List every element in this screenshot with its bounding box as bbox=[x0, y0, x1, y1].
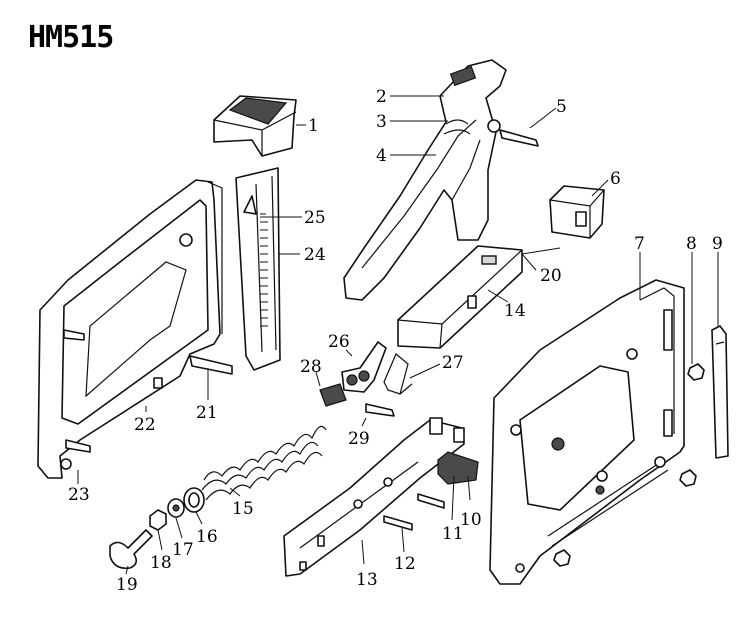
part-8-nuts bbox=[553, 363, 705, 567]
label-28: 28 bbox=[300, 357, 322, 377]
label-6: 6 bbox=[610, 169, 621, 189]
label-7: 7 bbox=[634, 234, 645, 254]
label-11: 11 bbox=[442, 524, 464, 544]
label-20: 20 bbox=[540, 266, 562, 286]
part-27-spring bbox=[383, 353, 413, 395]
label-19: 19 bbox=[116, 575, 138, 595]
label-1: 1 bbox=[308, 116, 319, 136]
part-4-handle bbox=[343, 59, 507, 301]
part-16-washer bbox=[183, 487, 205, 513]
part-25-guide-spring bbox=[243, 195, 268, 327]
label-4: 4 bbox=[376, 146, 387, 166]
label-12: 12 bbox=[394, 554, 416, 574]
label-23: 23 bbox=[68, 485, 90, 505]
part-13-driver bbox=[283, 417, 465, 577]
part-23-pin bbox=[60, 439, 91, 470]
label-2: 2 bbox=[376, 87, 387, 107]
label-21: 21 bbox=[196, 403, 218, 423]
callout-labels: 1 2 3 4 5 6 7 8 9 10 11 12 13 14 15 16 1… bbox=[68, 87, 723, 595]
part-28-block bbox=[319, 383, 347, 407]
model-title: HM515 bbox=[28, 20, 114, 55]
label-16: 16 bbox=[196, 527, 218, 547]
label-24: 24 bbox=[304, 245, 326, 265]
part-7-frame bbox=[489, 279, 685, 585]
label-17: 17 bbox=[172, 540, 194, 560]
label-29: 29 bbox=[348, 429, 370, 449]
leader-lines bbox=[77, 95, 719, 575]
part-11-block bbox=[437, 451, 479, 485]
label-8: 8 bbox=[686, 234, 697, 254]
part-14-channel bbox=[397, 245, 523, 349]
part-26-latch bbox=[341, 341, 387, 393]
label-9: 9 bbox=[712, 234, 723, 254]
label-3: 3 bbox=[376, 112, 387, 132]
label-26: 26 bbox=[328, 332, 350, 352]
part-17-washer bbox=[167, 498, 185, 518]
label-10: 10 bbox=[460, 510, 482, 530]
part-20-strip bbox=[521, 247, 561, 255]
label-15: 15 bbox=[232, 499, 254, 519]
part-12-pin bbox=[383, 493, 445, 531]
label-13: 13 bbox=[356, 570, 378, 590]
part-15-spring bbox=[201, 425, 327, 501]
label-22: 22 bbox=[134, 415, 156, 435]
part-9-plate bbox=[711, 325, 729, 459]
label-14: 14 bbox=[504, 301, 526, 321]
part-24-guide bbox=[235, 167, 281, 371]
part-18-nut bbox=[149, 509, 167, 531]
label-5: 5 bbox=[556, 97, 567, 117]
part-6-block bbox=[549, 185, 605, 239]
part-19-bolt bbox=[109, 529, 153, 570]
label-27: 27 bbox=[442, 353, 464, 373]
part-5-pin bbox=[499, 129, 539, 147]
part-29-pin bbox=[365, 403, 395, 417]
part-1-cap bbox=[213, 95, 297, 157]
label-25: 25 bbox=[304, 208, 326, 228]
label-18: 18 bbox=[150, 553, 172, 573]
part-22-left-frame bbox=[37, 179, 223, 479]
part-21-pin bbox=[189, 355, 233, 375]
